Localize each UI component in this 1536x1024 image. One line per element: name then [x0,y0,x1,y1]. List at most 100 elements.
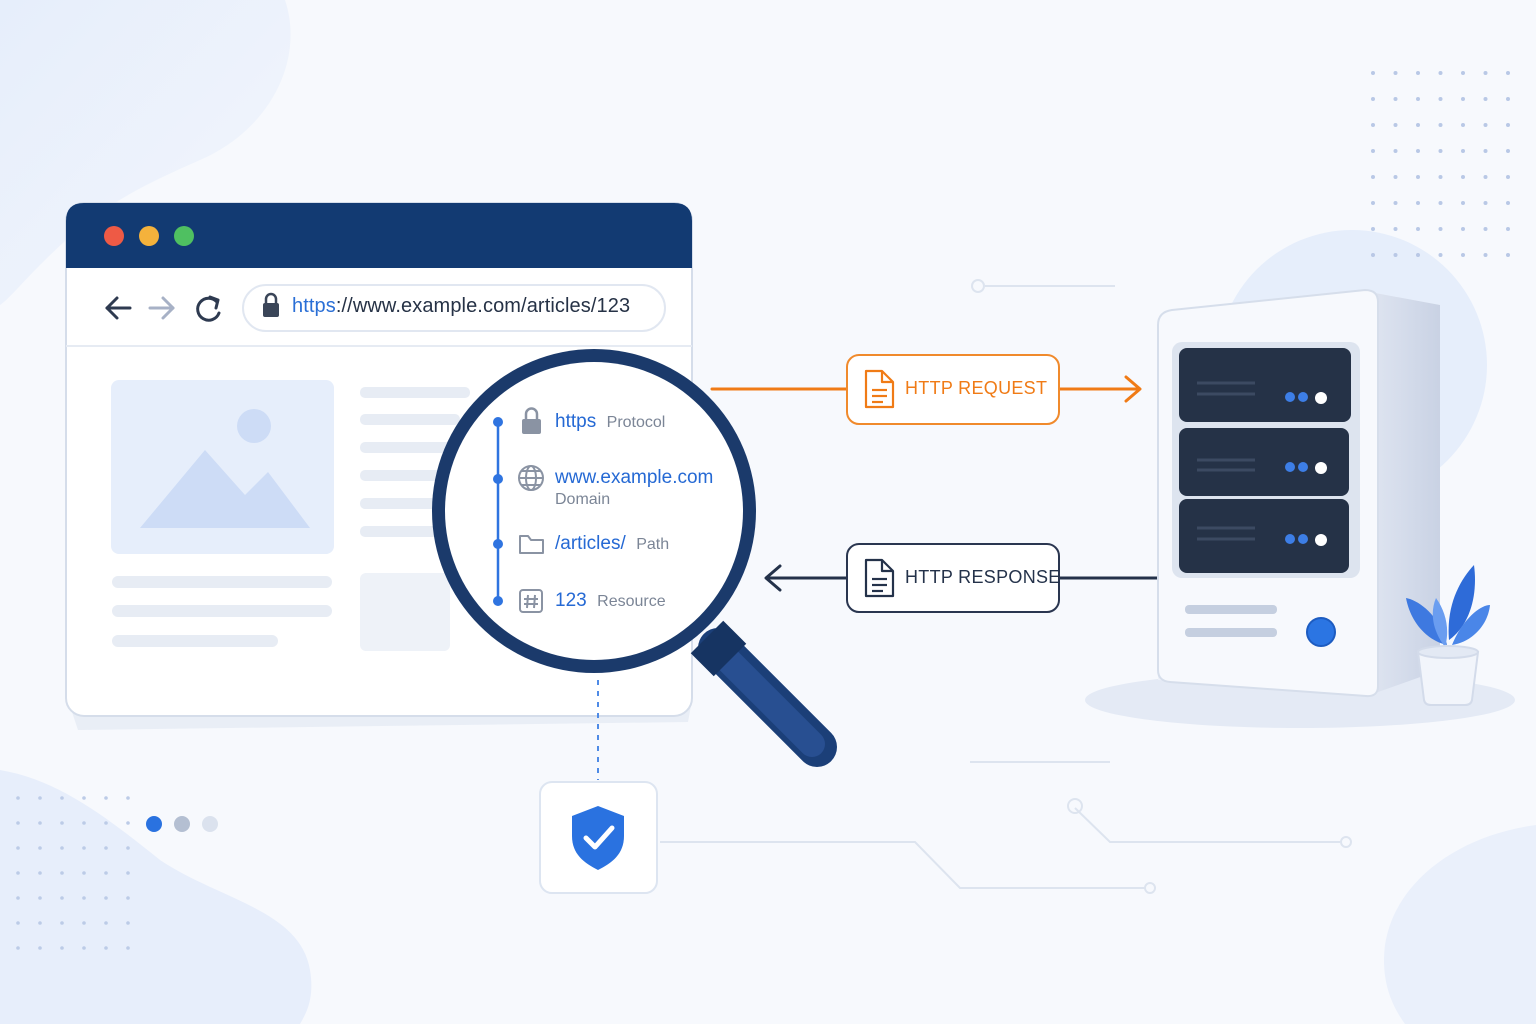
response-document-icon [864,558,895,598]
address-bar [242,284,666,332]
circuit-lines [660,279,1352,894]
decor-dot [1416,227,1420,231]
decor-dot [1438,253,1443,257]
shield-check-icon [572,806,624,870]
protocol-lock-icon [522,407,541,434]
decor-dot [1438,97,1443,101]
decor-dot [126,921,130,925]
window-minimize-button [139,226,159,246]
forward-arrow-icon [148,296,175,320]
breakdown-value: https [555,411,597,432]
plant-icon [1406,565,1490,706]
breakdown-label: Path [636,536,670,553]
decor-dot [1506,175,1510,179]
decor-dot [1371,123,1375,127]
breakdown-row-domain: www.example.com Domain [555,467,713,509]
decor-dot [1371,149,1375,153]
decor-dot [1461,227,1465,231]
decor-dot [1371,227,1375,231]
decor-dot [1506,97,1510,101]
decor-dot [104,896,108,900]
decor-dot [1371,71,1375,75]
decor-dot [1483,123,1488,127]
decor-dot [126,846,130,850]
decor-dot [126,896,130,900]
window-close-button [104,226,124,246]
address-bar-url[interactable]: https://www.example.com/articles/123 [292,295,630,318]
breakdown-value: 123 [555,590,587,611]
decor-dot [38,946,42,950]
text-placeholder-lines [112,387,470,647]
decor-dot [38,821,42,825]
decor-dot [126,946,130,950]
domain-globe-icon [518,465,544,491]
decor-dot [1506,227,1510,231]
decor-dot [1438,175,1443,179]
magnifying-glass [432,349,837,767]
decor-dot [104,846,108,850]
decor-dot [1416,253,1420,257]
decor-dot [1393,71,1398,75]
decor-dot [1438,71,1443,75]
dot-grid-top-right [1371,71,1510,257]
back-arrow-icon [105,296,132,320]
decor-dot [38,846,42,850]
decor-dot [1393,149,1398,153]
window-maximize-button [174,226,194,246]
decor-dot [82,921,86,925]
decor-dot [60,821,64,825]
decor-dot [1371,253,1375,257]
decor-dot [1461,253,1465,257]
browser-titlebar [66,203,692,268]
path-folder-icon [519,535,544,554]
decor-dot [104,921,108,925]
breakdown-row-protocol: https Protocol [555,411,665,433]
decor-dot [1393,175,1398,179]
decor-dot [1438,123,1443,127]
decor-dot [38,896,42,900]
decor-dot [1506,123,1510,127]
decor-dot [1506,149,1510,153]
decor-dot [1393,227,1398,231]
decor-dot [1506,201,1510,205]
request-arrow [710,375,1142,403]
request-box [846,354,1060,425]
decor-dot [1393,253,1398,257]
decor-dot [126,821,130,825]
decor-dot [82,821,86,825]
decor-dot [1483,201,1488,205]
pagination-dots [146,816,218,832]
decor-dot [16,946,20,950]
decor-dot [1483,149,1488,153]
decor-dot [1416,201,1420,205]
response-box [846,543,1060,613]
decor-dot [16,921,20,925]
breakdown-row-path: /articles/ Path [555,533,669,555]
decor-dot [126,796,130,800]
background-blob-bottom-right [1384,825,1536,1024]
server-rack-units [1179,348,1351,573]
server-power-button [1306,617,1336,647]
http-response-label: HTTP RESPONSE [905,567,1061,587]
decor-dot [1393,123,1398,127]
decor-dot [1461,97,1465,101]
server-illustration [1085,288,1515,728]
breakdown-label: Domain [555,491,611,508]
decor-dot [82,846,86,850]
breakdown-label: Resource [597,593,666,610]
url-rest: ://www.example.com/articles/123 [335,295,631,317]
decor-dot [1371,201,1375,205]
decor-dot [16,796,20,800]
decor-dot [126,871,130,875]
dot-grid-bottom-left [16,796,130,950]
decor-dot [82,871,86,875]
decor-dot [82,796,86,800]
background-blob-bottom-left [0,770,312,1024]
decor-dot [104,871,108,875]
decor-dot [1483,71,1488,75]
decor-dot [1416,123,1420,127]
decor-dot [1371,175,1375,179]
decor-dot [104,946,108,950]
decor-dot [104,821,108,825]
